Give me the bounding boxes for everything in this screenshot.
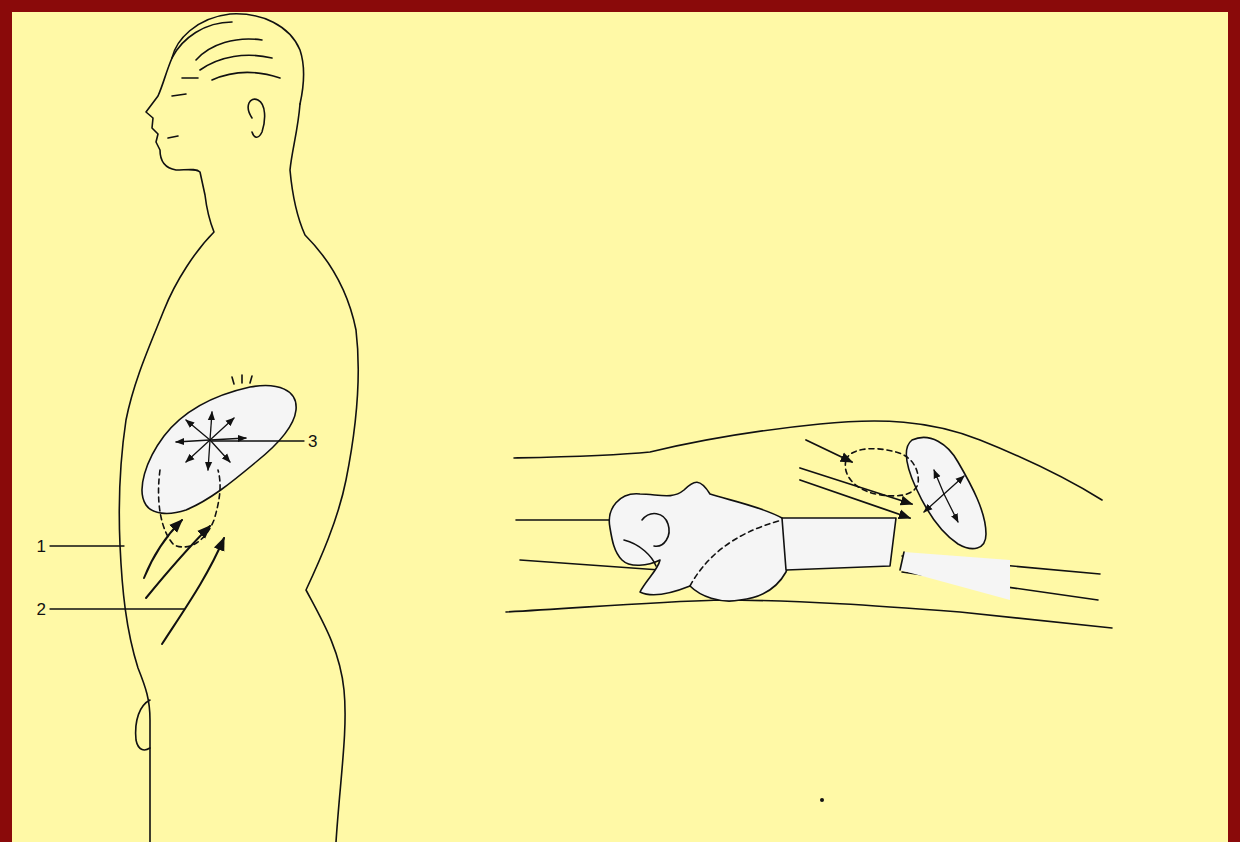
organ-right-outline	[906, 437, 986, 548]
organ-right-force-arrows	[800, 440, 912, 518]
hair	[172, 14, 304, 104]
force-arrows	[144, 520, 224, 644]
leader-line-2	[50, 608, 184, 609]
leader-line-3	[212, 440, 304, 441]
man-back-outline	[290, 104, 358, 842]
ear	[248, 99, 264, 137]
femur-distal	[900, 552, 1010, 600]
leader-line-1	[50, 545, 124, 546]
callout-number: 3	[308, 433, 317, 450]
organ-right-dashed	[845, 449, 918, 496]
lying-body-top	[514, 421, 1102, 500]
callout-number: 1	[37, 538, 46, 555]
organ-highlight	[232, 375, 252, 384]
femur-break	[900, 552, 904, 570]
lying-body-bottom	[506, 600, 1112, 628]
callout-number: 2	[37, 601, 46, 618]
speck	[820, 798, 824, 802]
femur	[782, 518, 896, 570]
organ-right-radiating-arrows	[924, 470, 964, 522]
face-detail	[168, 78, 198, 138]
hip-socket	[624, 514, 669, 566]
groin	[136, 700, 150, 750]
femur-head-dashed	[690, 520, 782, 586]
hip-bone	[609, 482, 791, 601]
